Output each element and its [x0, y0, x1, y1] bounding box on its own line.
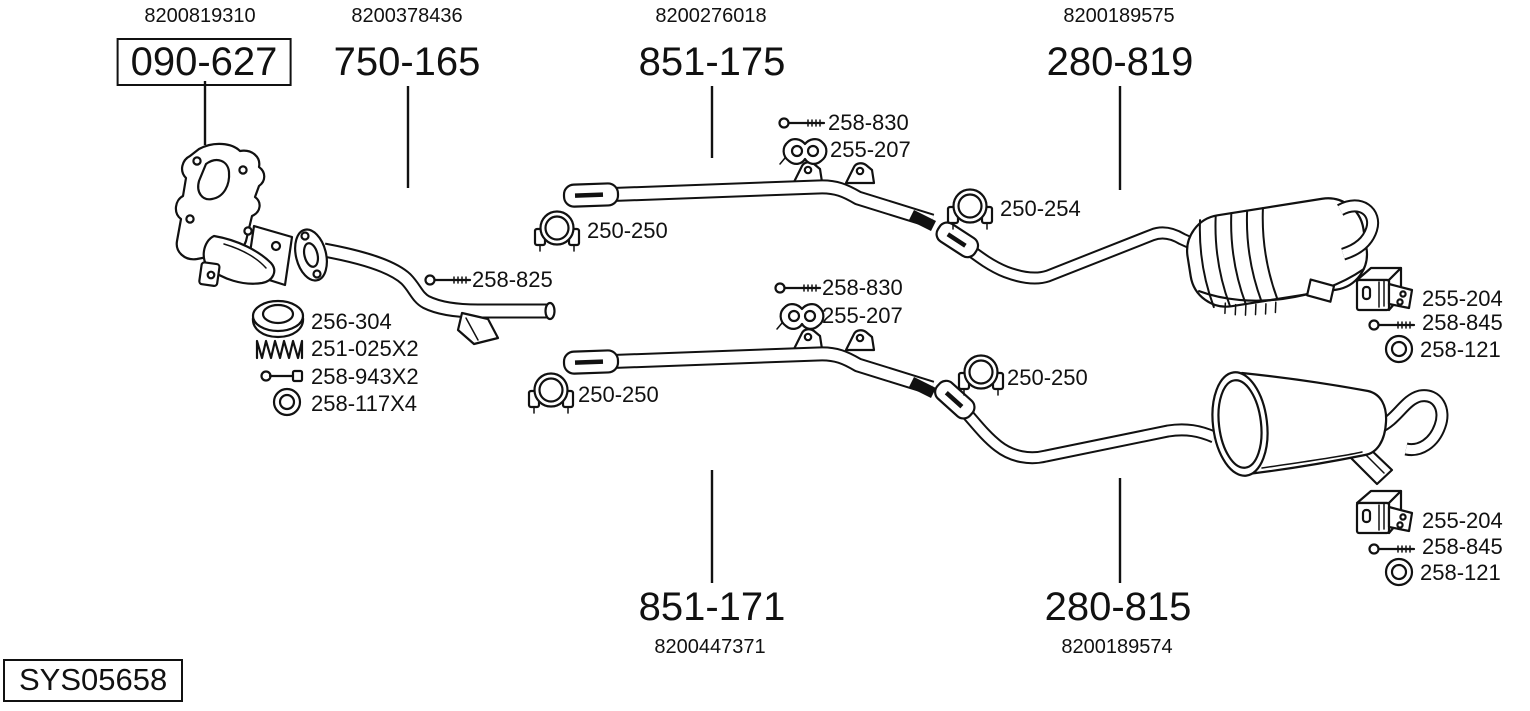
callout-label: 258-825	[472, 267, 553, 292]
oem-number: 8200189574	[1061, 636, 1173, 658]
callout-label: 258-943X2	[311, 364, 419, 389]
callout-label: 258-830	[822, 275, 903, 300]
bracket-mount-icon	[1355, 266, 1414, 312]
clamp-icon	[533, 210, 581, 253]
leader-lines	[203, 81, 1122, 583]
callout-label: 250-250	[578, 382, 659, 407]
callout-label: 258-121	[1420, 337, 1501, 362]
callout-label: 258-830	[828, 110, 909, 135]
rear-muffler-bottom-drawing	[934, 371, 1449, 486]
oem-number: 8200189575	[1063, 5, 1175, 27]
callout-label: 250-254	[1000, 196, 1081, 221]
callout-label: 255-207	[822, 303, 903, 328]
callout-label: 258-121	[1420, 560, 1501, 585]
part-number: 851-175	[638, 40, 786, 84]
bracket-mount-icon	[1355, 489, 1414, 535]
gasket-ring-icon	[251, 299, 305, 339]
bolt-icon	[1368, 319, 1416, 331]
washer-icon	[1384, 334, 1414, 364]
callout-label: 255-204	[1422, 286, 1503, 311]
spring-icon	[255, 339, 304, 360]
callout-label: 255-207	[830, 137, 911, 162]
clamp-icon	[957, 354, 1005, 397]
callout-label: 258-845	[1422, 534, 1503, 559]
rubber-mount-icon	[778, 138, 828, 166]
washer-icon	[272, 387, 302, 417]
clamp-icon	[946, 188, 994, 231]
callout-label: 258-845	[1422, 310, 1503, 335]
rear-muffler-top-drawing	[935, 197, 1380, 316]
part-number-boxed: 090-627	[116, 38, 292, 86]
system-id-badge: SYS05658	[3, 659, 184, 702]
callout-label: 256-304	[311, 309, 392, 334]
bolt-icon	[1368, 543, 1416, 555]
bolt-icon	[424, 274, 472, 286]
oem-number: 8200378436	[351, 5, 463, 27]
front-pipe-drawing	[294, 228, 556, 346]
washer-icon	[1384, 557, 1414, 587]
clamp-icon	[527, 372, 575, 415]
bolt-icon	[778, 117, 826, 129]
part-number: 280-815	[1044, 585, 1192, 629]
oem-number: 8200276018	[655, 5, 767, 27]
callout-label: 250-250	[1007, 365, 1088, 390]
bolt-icon	[260, 369, 304, 383]
oem-number: 8200819310	[144, 5, 256, 27]
bolt-icon	[774, 282, 822, 294]
rubber-mount-icon	[775, 303, 825, 331]
part-number: 851-171	[638, 585, 786, 629]
callout-label: 255-204	[1422, 508, 1503, 533]
oem-number: 8200447371	[654, 636, 766, 658]
part-number: 750-165	[333, 40, 481, 84]
part-number: 280-819	[1046, 40, 1194, 84]
callout-label: 251-025X2	[311, 336, 419, 361]
callout-label: 258-117X4	[311, 391, 418, 416]
manifold-catalyst-drawing	[174, 142, 294, 288]
callout-label: 250-250	[587, 218, 668, 243]
